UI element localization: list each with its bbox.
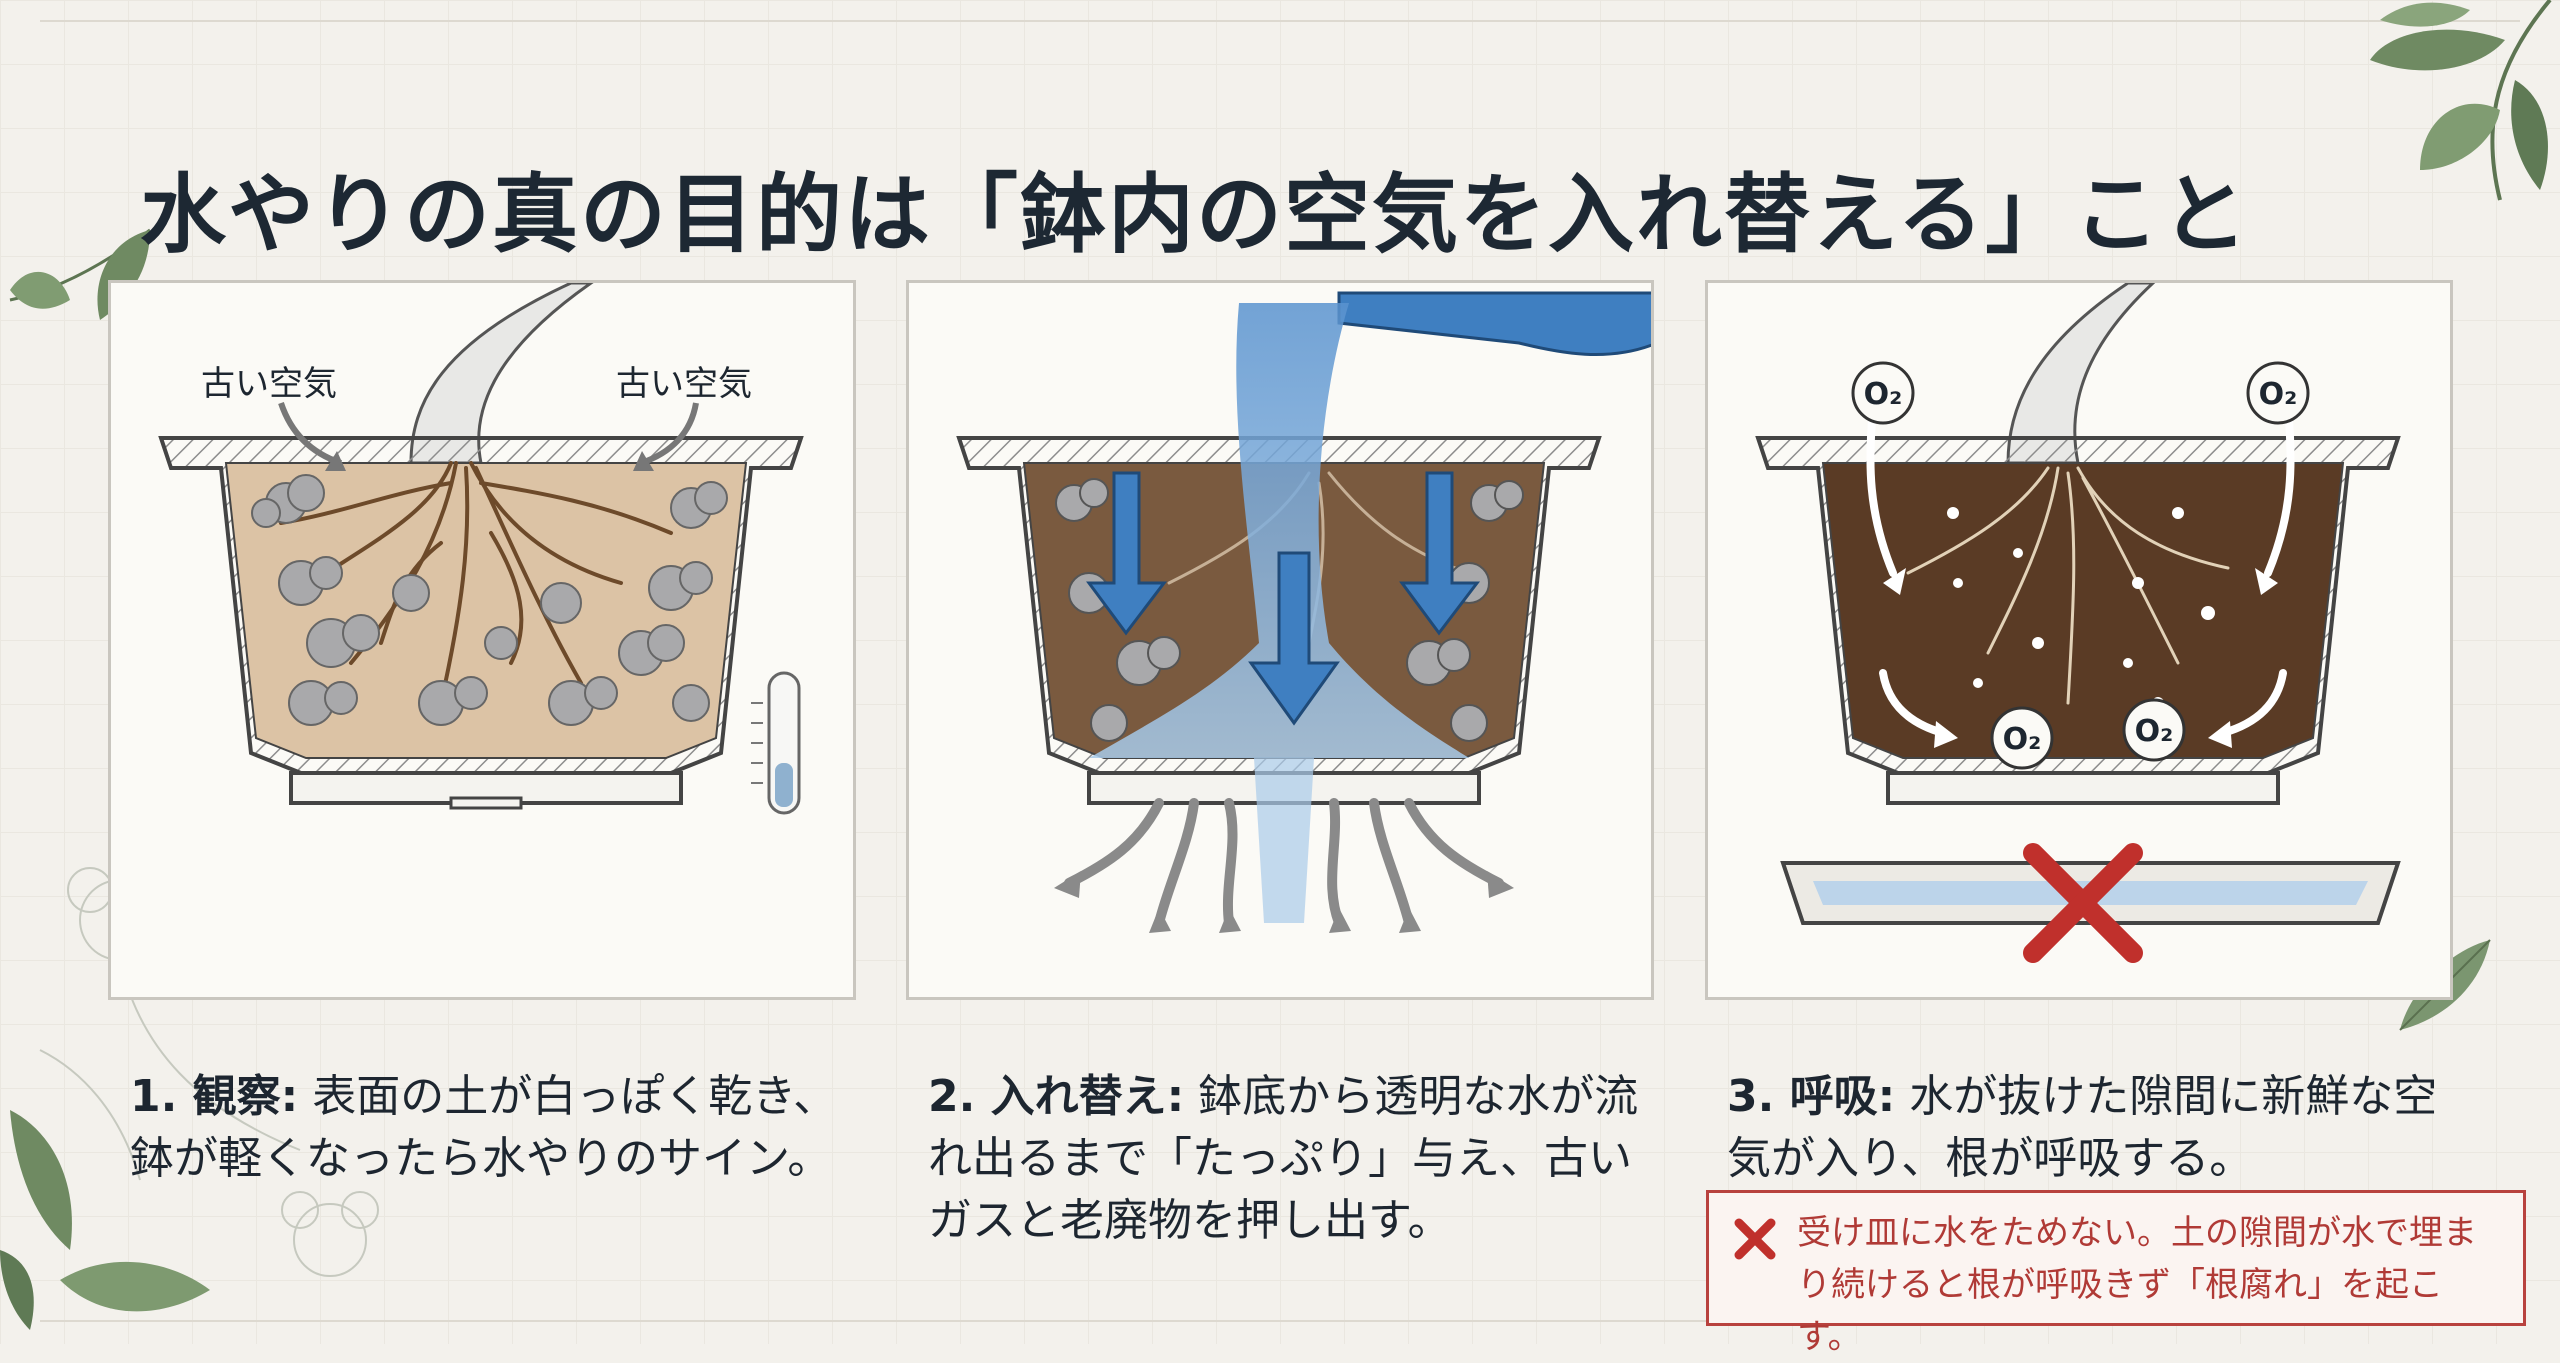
caption-step-2: 2. 入れ替え: 鉢底から透明な水が流れ出るまで「たっぷり」与え、古いガスと老廃…: [928, 1066, 1648, 1252]
step-1-text: 表面の土が白っぽく乾き、鉢が軽くなったら水やりのサイン。: [130, 1071, 838, 1184]
dry-pot-illustration: 古い空気 古い空気: [158, 283, 804, 815]
down-arrow-left-icon: [1086, 471, 1168, 636]
svg-text:O₂: O₂: [2135, 714, 2174, 749]
down-arrow-right-icon: [1399, 471, 1481, 636]
watering-can-icon: [1337, 291, 1651, 356]
step-1-label: 1. 観察:: [130, 1071, 299, 1122]
caption-step-1: 1. 観察: 表面の土が白っぽく乾き、鉢が軽くなったら水やりのサイン。: [130, 1066, 850, 1190]
watering-pot-illustration: [956, 291, 1651, 933]
page-title: 水やりの真の目的は「鉢内の空気を入れ替える」こと: [140, 164, 2250, 265]
arrow-head-right-icon: [633, 451, 654, 471]
o2-bubble-bottom-left-icon: O₂: [1990, 706, 2054, 770]
o2-bubble-bottom-right-icon: O₂: [2122, 698, 2186, 762]
panel-replace: [906, 280, 1654, 1000]
drainage-arrows: [1064, 798, 1504, 928]
panel-observe: 古い空気 古い空気: [108, 280, 856, 1000]
label-old-air-left: 古い空気: [201, 364, 337, 404]
o2-bubble-top-left-icon: O₂: [1851, 361, 1915, 425]
panel-breathe: O₂ O₂ O₂ O₂: [1705, 280, 2453, 1000]
label-old-air-right: 古い空気: [616, 364, 752, 404]
step-3-text: 水が抜けた隙間に新鮮な空気が入り、根が呼吸する。: [1727, 1071, 2438, 1184]
step-3-label: 3. 呼吸:: [1727, 1071, 1896, 1122]
warning-x-icon: [1734, 1218, 1776, 1260]
svg-text:O₂: O₂: [2259, 377, 2298, 412]
warning-box: 受け皿に水をためない。土の隙間が水で埋まり続けると根が呼吸きず「根腐れ」を起こす…: [1706, 1190, 2526, 1357]
caption-step-3: 3. 呼吸: 水が抜けた隙間に新鮮な空気が入り、根が呼吸する。: [1727, 1066, 2447, 1190]
frame-bottom-line: [40, 1320, 2520, 1322]
svg-text:O₂: O₂: [1864, 377, 1903, 412]
frame-top-line: [40, 20, 2520, 22]
o2-bubble-top-right-icon: O₂: [2246, 361, 2310, 425]
floral-decoration-bottom-left-icon: [0, 867, 379, 1330]
prohibited-x-icon: [2023, 843, 2143, 963]
arrow-head-left-icon: [325, 451, 346, 471]
down-arrow-center-icon: [1248, 551, 1340, 726]
breathing-pot-illustration: O₂ O₂ O₂ O₂: [1755, 283, 2401, 963]
step-2-label: 2. 入れ替え:: [928, 1071, 1185, 1122]
step-2-text: 鉢底から透明な水が流れ出るまで「たっぷり」与え、古いガスと老廃物を押し出す。: [928, 1071, 1639, 1246]
leaf-decoration-top-right-icon: [2370, 0, 2552, 201]
warning-text: 受け皿に水をためない。土の隙間が水で埋まり続けると根が呼吸きず「根腐れ」を起こす…: [1797, 1213, 2477, 1357]
svg-text:O₂: O₂: [2003, 722, 2042, 757]
